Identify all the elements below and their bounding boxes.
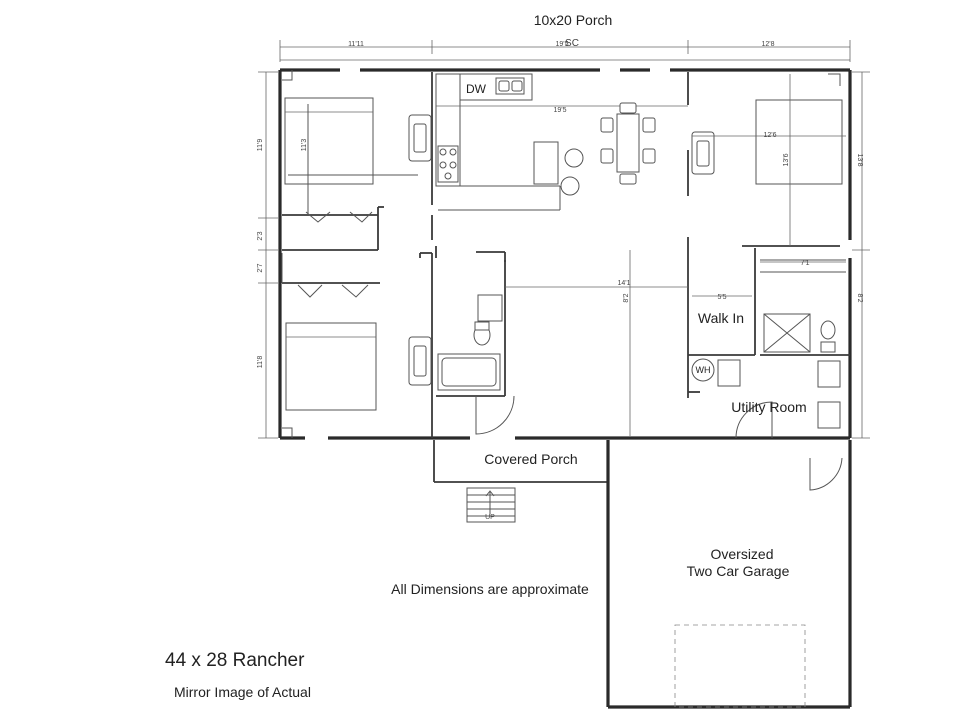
bedroom-upper-left	[282, 70, 432, 223]
garage-label-1: Oversized	[710, 546, 773, 562]
kitchen	[435, 73, 688, 211]
master-bath	[760, 259, 846, 353]
stairs-up-label: UP	[485, 514, 495, 521]
dimensions-note: All Dimensions are approximate	[391, 581, 589, 597]
left-dimension-line	[258, 71, 278, 439]
utility-room	[691, 358, 841, 439]
dim-kitchen-width: 19'5	[553, 107, 566, 114]
dim-bedroom-left-depth: 11'3	[301, 139, 308, 152]
walk-in-label: Walk In	[698, 310, 744, 326]
bedroom-upper-right	[691, 73, 846, 246]
dim-bedroom-right-width: 12'6	[763, 132, 776, 139]
plan-subtitle: Mirror Image of Actual	[174, 684, 311, 700]
dim-closet-width: 7'1	[800, 260, 809, 267]
dim-left-1: 11'9	[257, 139, 264, 152]
living-room	[505, 250, 688, 436]
hall-bath	[437, 294, 515, 435]
dim-top-center: 19'5	[555, 41, 568, 48]
dim-left-3: 2'7	[257, 263, 264, 272]
dim-left-2: 2'3	[257, 231, 264, 240]
dim-right-upper: 13'8	[856, 153, 863, 166]
porch-top-label: 10x20 Porch	[534, 12, 613, 28]
dim-right-lower: 8'2	[856, 293, 863, 302]
dim-top-left: 11'11	[348, 41, 364, 48]
covered-porch	[433, 440, 608, 483]
dim-bedroom-right-depth: 13'6	[783, 153, 790, 166]
dim-living-width: 14'1	[617, 280, 630, 287]
garage	[606, 440, 852, 709]
covered-porch-label: Covered Porch	[484, 451, 577, 467]
garage-label-2: Two Car Garage	[687, 563, 790, 579]
water-heater-label: WH	[696, 365, 711, 375]
plan-title: 44 x 28 Rancher	[165, 650, 305, 671]
bedroom-lower-left	[281, 253, 432, 438]
dim-walk-in-width: 5'5	[717, 294, 726, 301]
exterior-walls	[278, 68, 852, 440]
top-dimension-line	[279, 40, 851, 62]
dishwasher-label: DW	[466, 82, 487, 96]
interior-walls	[282, 72, 850, 438]
right-dimension-line	[852, 71, 870, 439]
dim-left-4: 11'8	[257, 356, 264, 369]
stairs	[466, 487, 516, 523]
utility-room-label: Utility Room	[731, 399, 806, 415]
top-center-mark: SC	[565, 38, 579, 49]
dim-top-right: 12'8	[761, 41, 774, 48]
dim-living-depth: 8'2	[623, 293, 630, 302]
